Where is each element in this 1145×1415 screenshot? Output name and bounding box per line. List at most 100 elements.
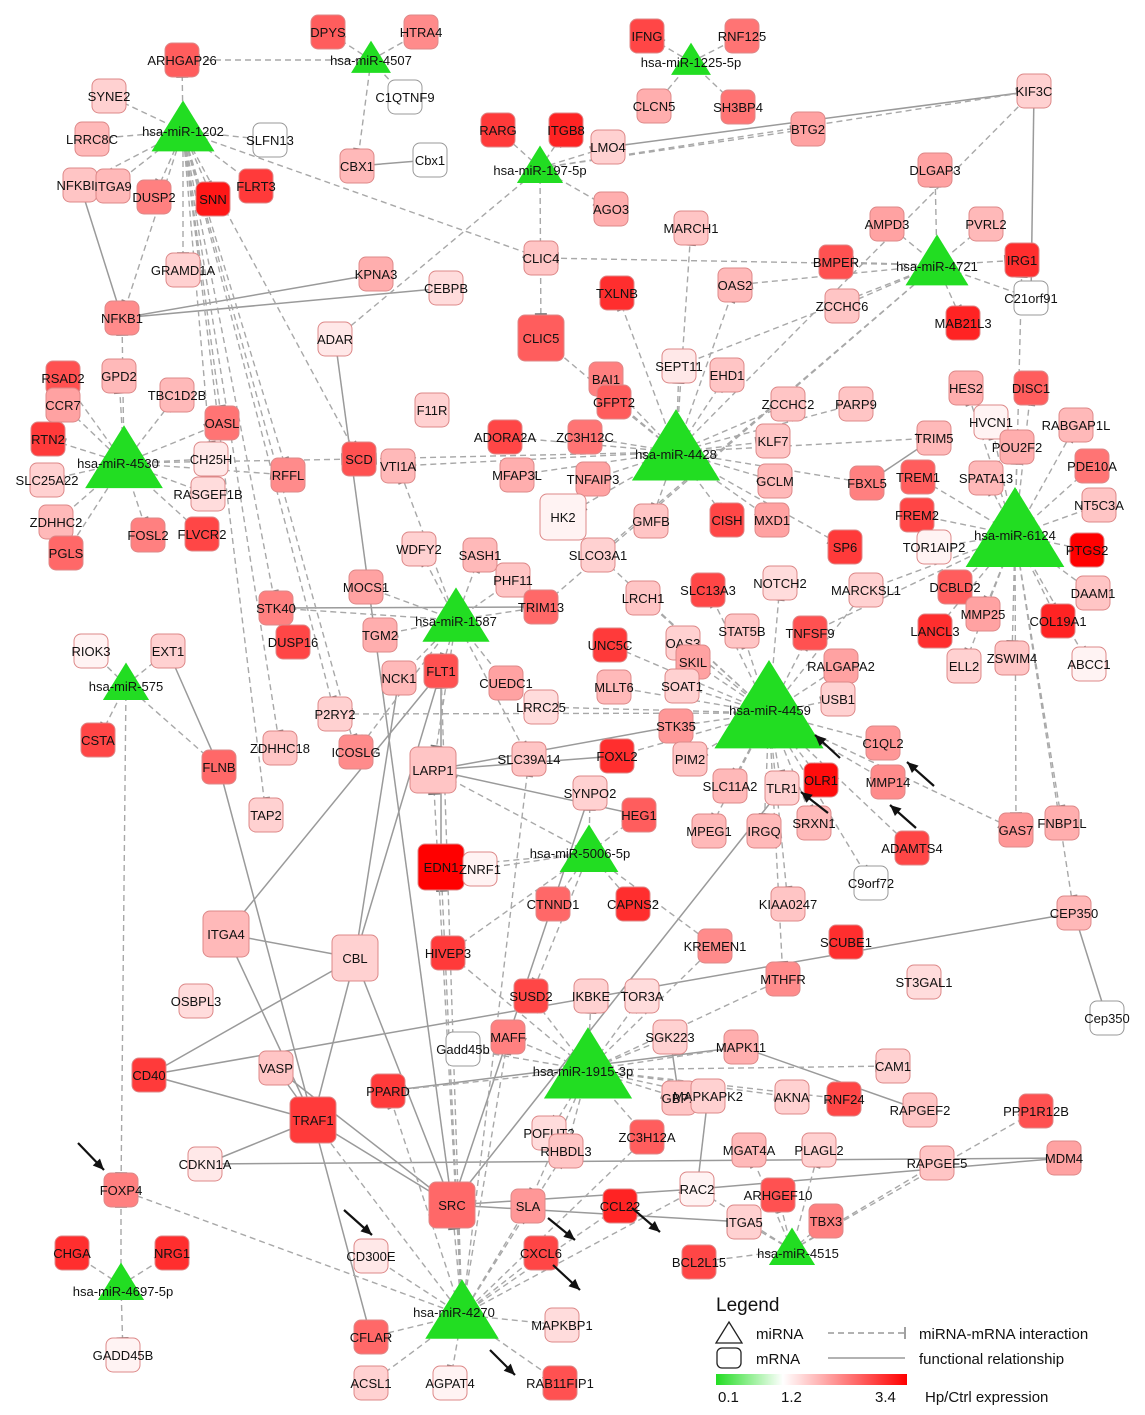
mrna-node-rtn2: RTN2	[30, 421, 66, 457]
mrna-box	[764, 770, 800, 806]
mrna-box	[380, 448, 416, 484]
mrna-label: OSBPL3	[171, 994, 222, 1009]
mirna-mrna-interaction-edge	[62, 377, 125, 464]
mrna-box	[1074, 448, 1110, 484]
mirna-mrna-interaction-edge	[121, 130, 184, 319]
mrna-label: PPP1R12B	[1003, 1104, 1069, 1119]
mrna-label: KPNA3	[355, 267, 398, 282]
functional-relationship-edge	[740, 1046, 921, 1111]
mrna-node-plagl2: PLAGL2	[794, 1132, 844, 1168]
mrna-box	[824, 288, 860, 324]
mrna-node-ralgapa2: RALGAPA2	[807, 648, 875, 684]
mirna-mrna-interaction-edge	[675, 227, 692, 453]
mrna-node-rnf24: RNF24	[823, 1081, 865, 1117]
mrna-node-notch2: NOTCH2	[753, 565, 807, 601]
mrna-label: SH3BP4	[713, 100, 763, 115]
mirna-mrna-interaction-edge	[182, 130, 542, 259]
mrna-box	[101, 358, 137, 394]
arrow-head-icon	[568, 1278, 580, 1290]
mrna-node-adar: ADAR	[317, 321, 353, 357]
mirna-mrna-interaction-edge	[275, 607, 457, 621]
mrna-node-frem2: FREM2	[895, 497, 939, 533]
mirna-mrna-interaction-edge	[809, 534, 1016, 634]
mrna-box	[73, 633, 109, 669]
mirna-node-hsa-mir-4721: hsa-miR-4721	[896, 234, 978, 286]
mirna-node-hsa-mir-4530: hsa-miR-4530	[77, 425, 163, 489]
mrna-box	[381, 660, 417, 696]
mirna-triangle	[965, 487, 1065, 567]
mrna-label: RTN2	[31, 432, 65, 447]
mrna-box	[661, 348, 697, 384]
mrna-label: NFKBIE	[57, 178, 104, 193]
mrna-box	[973, 404, 1009, 440]
mrna-box	[523, 589, 559, 625]
mrna-label: MLLT6	[594, 680, 634, 695]
mrna-node-riok3: RIOK3	[71, 633, 111, 669]
mrna-label: PIM2	[675, 752, 705, 767]
mirna-triangle	[714, 659, 824, 749]
mrna-label: ACSL1	[350, 1376, 391, 1391]
mrna-label: DAAM1	[1071, 586, 1116, 601]
mrna-box	[164, 42, 200, 78]
functional-relationship-edge	[218, 766, 314, 1121]
mrna-box	[341, 441, 377, 477]
mrna-node-ago3: AGO3	[593, 191, 629, 227]
mrna-label: KLF7	[757, 434, 788, 449]
mrna-label: LRRC8C	[66, 132, 118, 147]
mrna-label: OAS2	[718, 278, 753, 293]
mrna-box	[709, 502, 745, 538]
mrna-label: CISH	[711, 513, 742, 528]
mrna-node-col19a1: COL19A1	[1029, 603, 1087, 639]
mirna-mrna-interaction-edge	[841, 264, 938, 307]
functional-relationship-edge	[432, 725, 677, 771]
mrna-label: CAPNS2	[607, 897, 659, 912]
mrna-node-c1ql2: C1QL2	[862, 725, 904, 761]
mrna-node-oasl: OASL	[204, 405, 240, 441]
mrna-node-cebpb: CEBPB	[424, 270, 468, 306]
mrna-label: GCLM	[756, 474, 794, 489]
mirna-triangle	[631, 409, 721, 481]
mrna-node-rapgef5: RAPGEF5	[907, 1145, 967, 1181]
mrna-label: MMP25	[961, 607, 1006, 622]
mrna-box	[724, 613, 760, 649]
mrna-box	[30, 421, 66, 457]
arrow-head-icon	[815, 735, 827, 747]
mrna-node-dpys: DPYS	[310, 14, 346, 50]
mrna-node-rhbdl3: RHBDL3	[540, 1133, 592, 1169]
mirna-mrna-interaction-edge	[791, 1110, 1037, 1251]
mrna-box	[575, 461, 611, 497]
mrna-label: SYNPO2	[564, 786, 617, 801]
mrna-node-htra4: HTRA4	[400, 14, 442, 50]
mirna-mrna-interaction-edge	[675, 451, 868, 484]
mrna-box	[599, 738, 635, 774]
mrna-label: HIVEP3	[425, 946, 471, 961]
mrna-node-nck1: NCK1	[381, 660, 417, 696]
mrna-label: CBL	[342, 951, 367, 966]
mirna-mrna-interaction-edge	[440, 866, 463, 1316]
mrna-label: CHGA	[53, 1246, 91, 1261]
mrna-box	[848, 572, 884, 608]
mirna-mrna-interaction-edge	[65, 462, 125, 554]
mrna-node-sgk223: SGK223	[645, 1019, 695, 1055]
mirna-mrna-interaction-edge	[397, 451, 677, 467]
mirna-mrna-interaction-edge	[334, 167, 541, 340]
mirna-label: hsa-miR-4507	[330, 53, 412, 68]
mrna-label: RARG	[479, 123, 517, 138]
mrna-node-zdhhc18: ZDHHC18	[250, 730, 310, 766]
mrna-box	[1044, 805, 1080, 841]
mrna-label: MDM4	[1045, 1151, 1083, 1166]
mrna-node-mpeg1: MPEG1	[686, 813, 732, 849]
mrna-label: FREM2	[895, 508, 939, 523]
mrna-box	[826, 1081, 862, 1117]
mrna-box	[615, 886, 651, 922]
mrna-label: NFKB1	[101, 311, 143, 326]
mrna-label: Gadd45b	[436, 1042, 490, 1057]
mirna-triangle	[905, 234, 969, 286]
mrna-label: SNN	[199, 192, 226, 207]
mrna-box	[95, 168, 131, 204]
mrna-label: KIAA0247	[759, 897, 818, 912]
mrna-box	[353, 1238, 389, 1274]
mrna-label: CCL22	[600, 1199, 640, 1214]
mrna-box	[130, 517, 166, 553]
mrna-box	[1040, 603, 1076, 639]
